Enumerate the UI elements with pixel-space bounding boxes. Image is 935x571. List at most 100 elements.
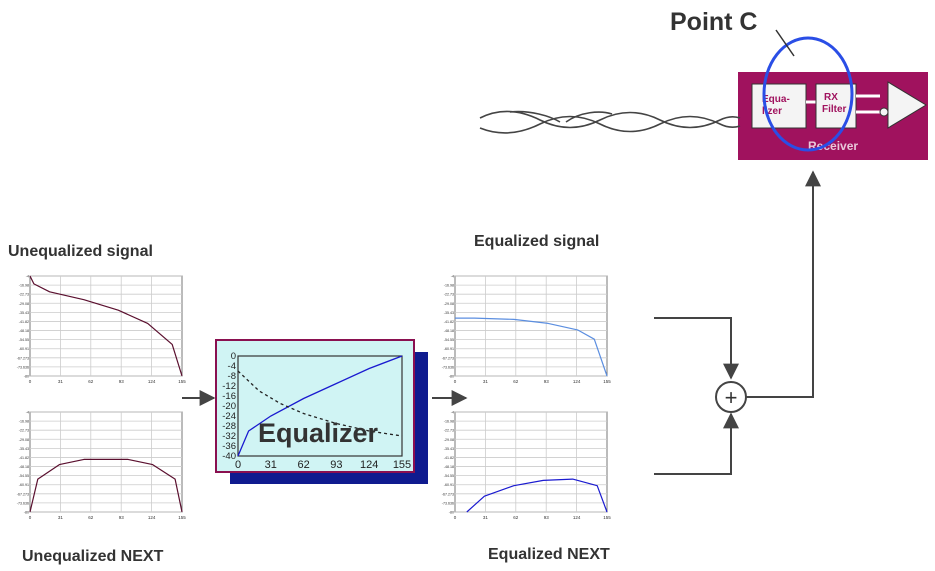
x-tick-label: 93 — [544, 379, 550, 384]
eq-x-tick-label: 93 — [330, 459, 342, 471]
y-tick-label: -22.73 — [444, 293, 454, 297]
eq-dashed-line — [237, 370, 403, 437]
chart-plot-area — [454, 275, 608, 377]
y-tick-label: -73.636 — [17, 501, 29, 505]
chart-unequalized-signal: -4-16.98-22.73-29.08-35.43-41.82-48.18-5… — [17, 275, 186, 385]
x-tick-label: 62 — [513, 379, 519, 384]
eq-x-tick-label: 31 — [265, 459, 277, 471]
eq-y-tick-label: -40 — [222, 451, 236, 462]
y-tick-label: -22.73 — [19, 293, 29, 297]
x-tick-label: 31 — [483, 379, 489, 384]
rx-filter-label-1: RX — [824, 92, 838, 103]
summing-symbol: + — [725, 385, 738, 410]
chart-equalized-next: -4 -16.98 -22.73 -29.08 -35.43 -41.82 -48.18 -5… — [442, 411, 611, 521]
eq-x-tick-label: 124 — [360, 459, 378, 471]
y-tick-label: -4 — [451, 275, 454, 279]
eq-y-tick-label: -28 — [222, 421, 236, 432]
eq-x-tick-label: 0 — [235, 459, 241, 471]
twisted-pair-cable — [479, 110, 741, 134]
y-tick-label: -73.636 — [17, 365, 29, 369]
y-tick-label: -41.82 — [19, 456, 29, 460]
y-tick-label: -16.98 — [19, 420, 29, 424]
x-tick-label: 0 — [29, 379, 32, 384]
x-tick-label: 124 — [148, 379, 156, 384]
x-tick-label: 124 — [573, 515, 581, 520]
y-tick-label: -73.636 — [442, 365, 454, 369]
y-tick-label: -54.55 — [19, 338, 29, 342]
wire-sum-to-receiver — [746, 170, 821, 398]
y-tick-label: -22.73 — [19, 429, 29, 433]
series-line — [29, 458, 183, 513]
chart-unequalized-next: -4-16.98-22.73-29.08-35.43-41.82-48.18-5… — [17, 411, 186, 521]
receiver-equalizer-label-1: Equa- — [762, 94, 790, 105]
y-tick-label: -16.98 — [19, 284, 29, 288]
y-tick-label: -16.98 — [444, 284, 454, 288]
y-tick-label: -54.55 — [444, 474, 454, 478]
x-tick-label: 155 — [178, 379, 186, 384]
y-tick-label: -35.43 — [444, 311, 454, 315]
y-tick-label: -48.18 — [444, 465, 454, 469]
label-unequalized-next: Unequalized NEXT — [22, 548, 164, 565]
receiver-equalizer-label-2: lizer — [762, 106, 782, 117]
x-tick-label: 62 — [88, 515, 94, 520]
y-tick-label: -29.08 — [444, 302, 454, 306]
chart-equalized-signal: -4-16.98-22.73-29.08-35.43-41.82-48.18-5… — [442, 275, 611, 385]
y-tick-label: -29.08 — [19, 438, 29, 442]
eq-y-tick-label: -8 — [228, 371, 236, 382]
eq-x-tick-label: 155 — [393, 459, 411, 471]
eq-y-tick-label: -20 — [222, 401, 236, 412]
y-tick-label: -60.91 — [444, 483, 454, 487]
x-tick-label: 155 — [603, 379, 611, 384]
y-tick-label: -4 — [451, 411, 454, 415]
y-tick-label: -67.273 — [442, 356, 454, 360]
x-tick-label: 0 — [454, 515, 457, 520]
y-tick-label: -4 — [26, 275, 29, 279]
amplifier-input-dot — [879, 107, 889, 117]
y-tick-label: -60.91 — [19, 483, 29, 487]
eq-response-line — [237, 355, 403, 457]
eq-y-tick-label: -32 — [222, 431, 236, 442]
equalizer-panel — [215, 339, 415, 473]
x-tick-label: 0 — [454, 379, 457, 384]
chart-plot-area — [454, 411, 608, 513]
y-tick-label: -67.273 — [17, 356, 29, 360]
y-tick-label: -60.91 — [19, 347, 29, 351]
y-tick-label: -48.18 — [444, 329, 454, 333]
y-tick-label: -35.43 — [444, 447, 454, 451]
x-tick-label: 62 — [88, 379, 94, 384]
y-tick-label: -29.08 — [444, 438, 454, 442]
y-tick-label: -54.55 — [19, 474, 29, 478]
equalizer-title: Equalizer — [258, 418, 379, 448]
eq-y-tick-label: -24 — [222, 411, 236, 422]
wire-next-to-sum — [654, 412, 739, 475]
y-tick-label: -60.91 — [444, 347, 454, 351]
y-tick-label: -41.82 — [444, 320, 454, 324]
y-tick-label: -41.82 — [444, 456, 454, 460]
y-tick-label: -80 — [449, 375, 454, 379]
chart-plot-area — [29, 411, 183, 513]
y-tick-label: -73.636 — [442, 501, 454, 505]
eq-y-tick-label: 0 — [231, 351, 236, 362]
equalizer-plot-area — [237, 355, 403, 457]
series-line — [466, 478, 608, 513]
y-tick-label: -16.98 — [444, 420, 454, 424]
eq-y-tick-label: -36 — [222, 441, 236, 452]
x-tick-label: 31 — [483, 515, 489, 520]
eq-x-tick-label: 62 — [297, 459, 309, 471]
y-tick-label: -67.273 — [442, 492, 454, 496]
label-equalized-next: Equalized NEXT — [488, 546, 610, 563]
equalizer-box — [751, 83, 807, 129]
point-c-label: Point C — [670, 8, 758, 36]
series-line — [29, 275, 183, 377]
x-tick-label: 93 — [119, 515, 125, 520]
y-tick-label: -48.18 — [19, 329, 29, 333]
y-tick-label: -22.73 — [444, 429, 454, 433]
y-tick-label: -48.18 — [19, 465, 29, 469]
x-tick-label: 0 — [29, 515, 32, 520]
receiver-title: Receiver — [808, 139, 858, 153]
y-tick-label: -41.82 — [19, 320, 29, 324]
y-tick-label: -35.43 — [19, 447, 29, 451]
